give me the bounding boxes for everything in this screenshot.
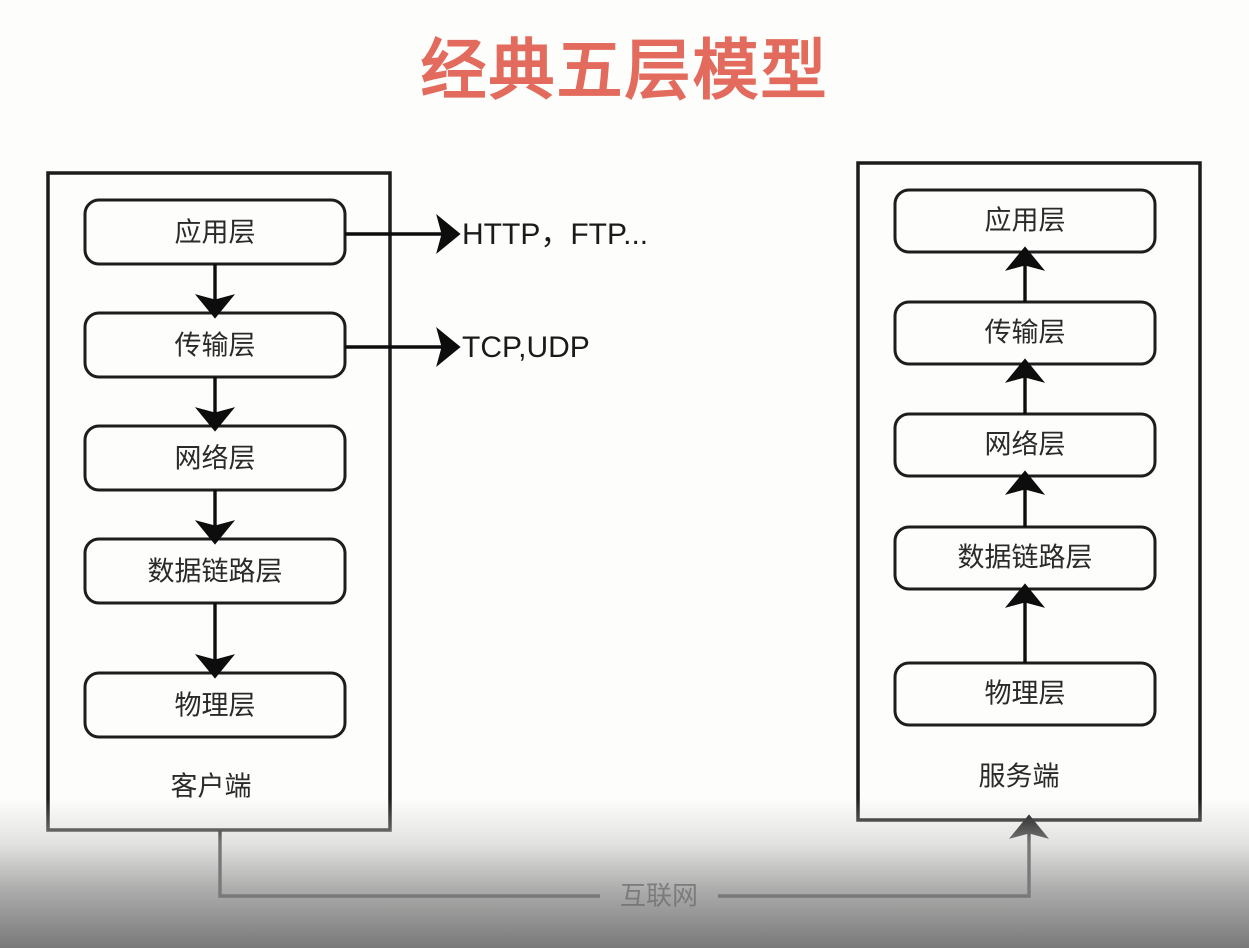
server-layer-application[interactable]: 应用层	[893, 188, 1157, 254]
server-layer-transport-label: 传输层	[985, 318, 1066, 349]
client-layer-datalink[interactable]: 数据链路层	[83, 537, 347, 605]
client-layer-network[interactable]: 网络层	[83, 424, 347, 492]
client-caption: 客户端	[171, 772, 252, 803]
internet-link-server-segment	[718, 814, 1050, 898]
client-layer-application-label: 应用层	[175, 218, 256, 249]
server-layer-physical[interactable]: 物理层	[893, 661, 1157, 727]
server-layer-datalink-label: 数据链路层	[958, 543, 1093, 574]
protocol-label-application: HTTP，FTP...	[462, 218, 648, 251]
server-layer-transport[interactable]: 传输层	[893, 300, 1157, 366]
client-layer-physical[interactable]: 物理层	[83, 671, 347, 739]
server-caption: 服务端	[979, 762, 1060, 793]
server-layer-physical-label: 物理层	[985, 679, 1066, 710]
protocol-label-transport: TCP,UDP	[462, 331, 590, 364]
page-title: 经典五层模型	[420, 32, 829, 109]
server-layer-network[interactable]: 网络层	[893, 412, 1157, 478]
client-layer-physical-label: 物理层	[175, 691, 256, 722]
client-layer-network-label: 网络层	[175, 444, 256, 475]
client-layer-transport-label: 传输层	[175, 331, 256, 362]
internet-label: 互联网	[620, 882, 698, 912]
server-layer-datalink[interactable]: 数据链路层	[893, 525, 1157, 591]
server-layer-network-label: 网络层	[985, 430, 1066, 461]
internet-link-client-segment	[218, 830, 600, 898]
client-layer-transport[interactable]: 传输层	[83, 311, 347, 379]
client-layer-application[interactable]: 应用层	[83, 198, 347, 266]
client-layer-datalink-label: 数据链路层	[148, 557, 283, 588]
server-layer-application-label: 应用层	[985, 206, 1066, 237]
